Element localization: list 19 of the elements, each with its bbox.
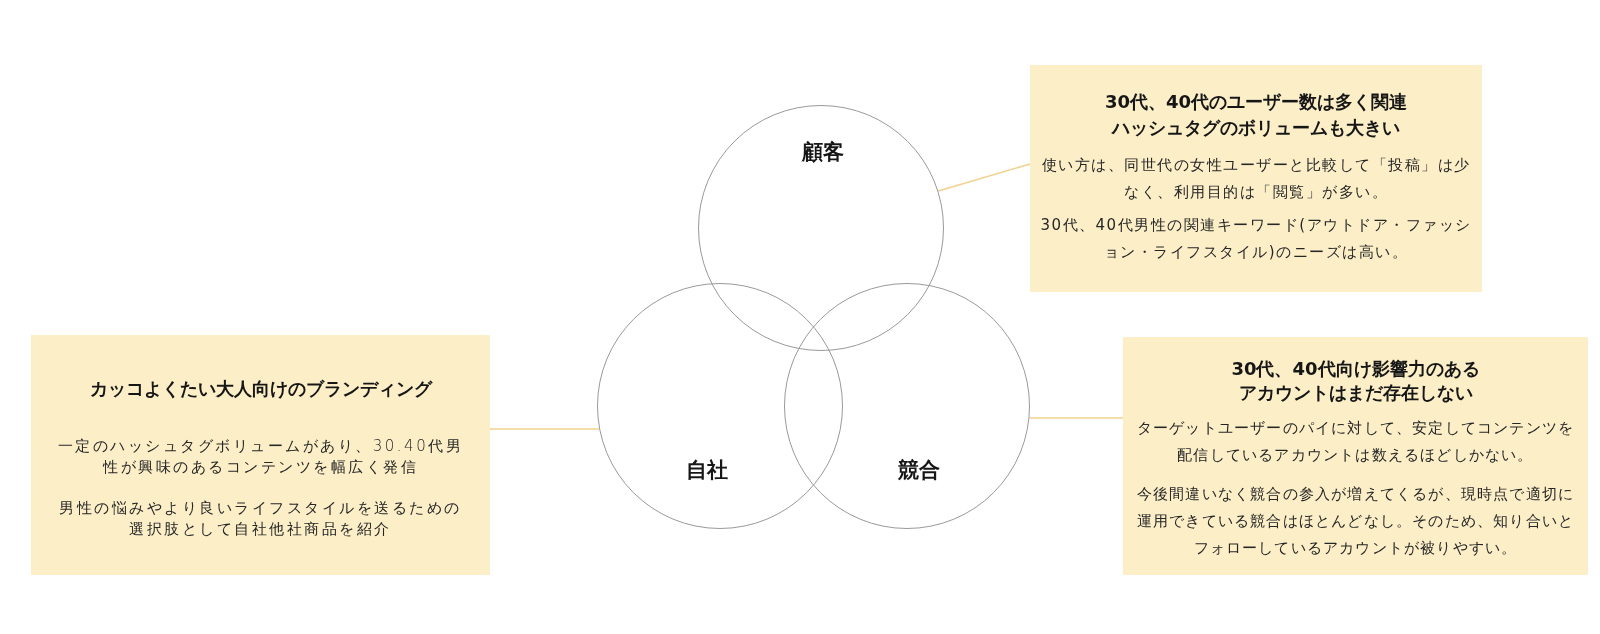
note-text: 使い方は、同世代の女性ユーザーと比較して「投稿」は少なく、利用目的は「閲覧」が多い。 [1040, 155, 1472, 203]
note-text: 30代、40代男性の関連キーワード(アウトドア・ファッション・ライフスタイル)のニーズは高い。 [1039, 215, 1473, 263]
circle-label: 自社 [686, 458, 728, 484]
leader-line [489, 428, 600, 430]
note-text: 一定のハッシュタグボリュームがあり、30.40代男性が興味のあるコンテンツを幅広く発信 [56, 436, 465, 478]
note-card [1030, 65, 1482, 292]
note-text: 男性の悩みやより良いライフスタイルを送るための選択肢として自社他社商品を紹介 [58, 498, 463, 540]
note-heading: 30代、40代のユーザー数は多く関連ハッシュタグのボリュームも大きい [1103, 90, 1409, 140]
note-heading: カッコよくたい大人向けのブランディング [89, 377, 432, 400]
note-text: ターゲットユーザーのパイに対して、安定してコンテンツを配信しているアカウントは数えるほどしかない。 [1135, 418, 1576, 466]
note-heading: 30代、40代向け影響力のあるアカウントはまだ存在しない [1230, 357, 1481, 405]
note-text: 今後間違いなく競合の参入が増えてくるが、現時点で適切に運用できている競合はほとんどなし。そのため、知り合いとフォローしているアカウントが被りやすい。 [1135, 484, 1576, 559]
venn-circle [597, 283, 843, 529]
note-card [31, 335, 490, 575]
leader-line [1028, 417, 1124, 419]
leader-line [937, 163, 1031, 192]
circle-label: 顧客 [802, 140, 844, 166]
note-card [1123, 337, 1588, 575]
circle-label: 競合 [898, 458, 940, 484]
